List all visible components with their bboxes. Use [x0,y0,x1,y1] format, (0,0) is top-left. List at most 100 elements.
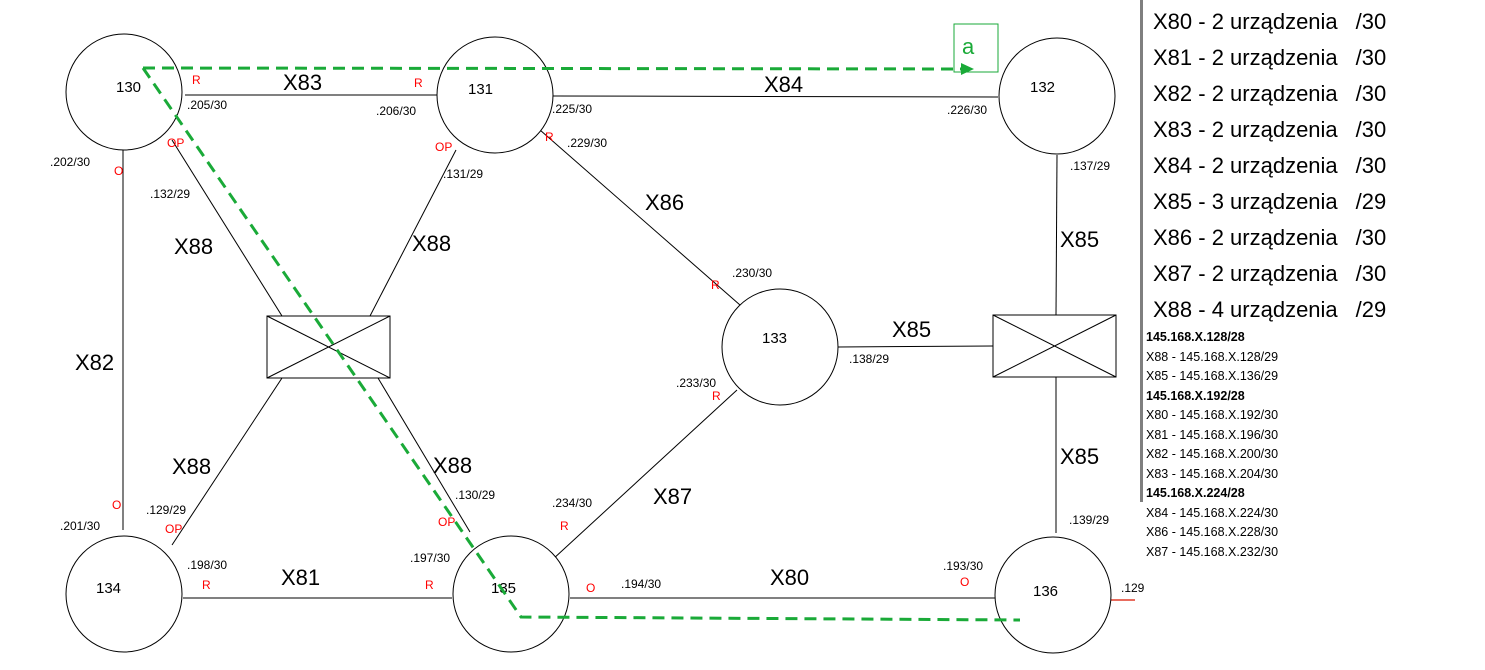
addr-132: .132/29 [150,187,190,201]
legend-row-mask: /30 [1355,81,1387,106]
role-o-134: O [112,498,121,512]
legend-row-name: X83 - 2 urządzenia [1153,117,1338,142]
subnet-entry: X87 - 145.168.X.232/30 [1146,544,1279,559]
legend-row: X81 - 2 urządzenia/30 [1143,40,1473,76]
subnet-entry: X85 - 145.168.X.136/29 [1146,369,1279,383]
role-r-134: R [202,578,211,592]
role-o-130: O [114,164,123,178]
label-x85-top: X85 [1060,227,1099,252]
subnet-header: 145.168.X.224/28 [1146,486,1245,500]
role-o-136: O [960,575,969,589]
role-r-133-bot: R [712,389,721,403]
role-op-134: OP [165,522,182,536]
addr-225: .225/30 [552,102,592,116]
address-labels: .205/30 .206/30 .225/30 .226/30 .202/30 … [50,98,1145,595]
role-r-133-top: R [711,278,720,292]
path-a-label: a [962,34,975,59]
addr-206: .206/30 [376,104,416,118]
label-x85-mid: X85 [892,317,931,342]
label-x87: X87 [653,484,692,509]
subnet-entry: X86 - 145.168.X.228/30 [1146,525,1279,539]
addr-194: .194/30 [621,577,661,591]
path-a-arrowhead [961,63,974,75]
legend-row-name: X82 - 2 urządzenia [1153,81,1338,106]
legend-row: X83 - 2 urządzenia/30 [1143,112,1473,148]
subnet-entry: X83 - 145.168.X.204/30 [1146,466,1279,481]
subnet-entry: X84 - 145.168.X.224/30 [1146,505,1279,520]
link-x84 [552,95,999,98]
subnet-header: 145.168.X.128/28 [1146,330,1245,344]
legend-row-mask: /30 [1355,9,1387,34]
addr-129-29: .129/29 [146,503,186,517]
legend-row: X86 - 2 urządzenia/30 [1143,220,1473,256]
router-label: 135 [491,580,516,597]
label-x81: X81 [281,565,320,590]
addr-198: .198/30 [187,558,227,572]
label-x85-bot: X85 [1060,444,1099,469]
role-r-135-left: R [425,578,434,592]
link-x87 [551,389,738,561]
legend-row-name: X88 - 4 urządzenia [1153,297,1338,322]
addr-226: .226/30 [947,103,987,117]
legend-row: X82 - 2 urządzenia/30 [1143,76,1473,112]
link-x85-133 [837,345,994,348]
router-label: 136 [1033,583,1058,600]
addr-137: .137/29 [1070,159,1110,173]
role-labels: R R OP O OP R R R O OP R OP R R O O [112,73,969,595]
label-x82: X82 [75,350,114,375]
switch-right [992,314,1117,378]
link-x88-130 [171,139,283,317]
addr-234: .234/30 [552,496,592,510]
legend-row-name: X80 - 2 urządzenia [1153,9,1338,34]
router-134: 134 [65,535,183,653]
legend-row: X85 - 3 urządzenia/29 [1143,184,1473,220]
label-x88-br: X88 [433,453,472,478]
router-135: 135 [452,535,570,653]
addr-197: .197/30 [410,551,450,565]
subnet-entry: X88 - 145.168.X.128/29 [1146,349,1279,364]
label-x83: X83 [283,70,322,95]
label-x88-tl: X88 [174,234,213,259]
addr-129: .129 [1121,581,1145,595]
role-op-131: OP [435,140,452,154]
role-r-130: R [192,73,201,87]
legend-row-name: X85 - 3 urządzenia [1153,189,1338,214]
legend-row-mask: /30 [1355,45,1387,70]
link-x85-132 [1055,154,1058,316]
subnet-entry: X80 - 145.168.X.192/30 [1146,408,1279,422]
link-x88-131 [369,149,457,317]
router-133: 133 [721,288,839,406]
subnet-entry: X81 - 145.168.X.196/30 [1146,427,1279,442]
legend-row-mask: /30 [1355,153,1387,178]
legend-row: X84 - 2 urządzenia/30 [1143,148,1473,184]
role-r-135-top: R [560,519,569,533]
addr-139: .139/29 [1069,513,1109,527]
switch-left [266,315,391,379]
link-labels: X83 X84 X86 X82 X88 X88 X88 X88 X85 X85 … [75,70,1099,590]
link-x86 [539,129,741,306]
addr-193: .193/30 [943,559,983,573]
legend-row-name: X84 - 2 urządzenia [1153,153,1338,178]
label-x84: X84 [764,72,803,97]
addr-202: .202/30 [50,155,90,169]
legend-row: X87 - 2 urządzenia/30 [1143,256,1473,292]
path-a [142,66,971,71]
label-x88-tr: X88 [412,231,451,256]
addr-130: .130/29 [455,488,495,502]
role-op-135: OP [438,515,455,529]
addr-138: .138/29 [849,352,889,366]
router-label: 133 [762,330,787,347]
addr-230: .230/30 [732,266,772,280]
router-130: 130 [65,33,183,151]
router-label: 131 [468,81,493,98]
legend-row-name: X87 - 2 urządzenia [1153,261,1338,286]
role-r-131: R [414,76,423,90]
legend-panel: X80 - 2 urządzenia/30 X81 - 2 urządzenia… [1143,4,1473,562]
legend-row-mask: /29 [1355,297,1387,322]
legend-row-mask: /30 [1355,225,1387,250]
subnet-header: 145.168.X.192/28 [1146,388,1245,403]
router-label: 130 [116,79,141,96]
router-131: 131 [436,36,554,154]
router-136: 136 [994,536,1112,654]
path-dashed-route [141,67,1021,622]
